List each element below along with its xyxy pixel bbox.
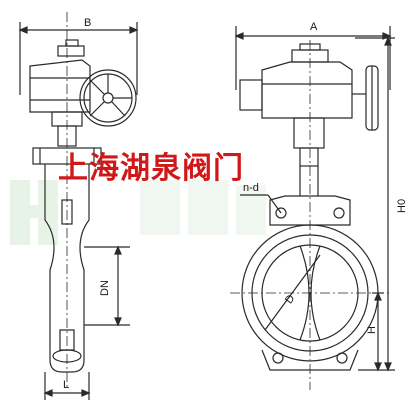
right-view	[230, 26, 395, 390]
dim-label-b: B	[84, 17, 91, 29]
bolt-label-nd: n-d	[243, 182, 259, 194]
dim-label-dn: DN	[99, 280, 111, 296]
dim-label-a: A	[310, 21, 318, 33]
ghost-logo	[10, 180, 266, 245]
watermark-text: 上海湖泉阀门	[58, 151, 244, 186]
dim-label-h0: H0	[396, 199, 408, 213]
circle-label-d: D	[283, 293, 297, 306]
dim-label-h: H	[366, 326, 378, 334]
left-view	[18, 12, 139, 400]
dim-label-l: L	[63, 379, 69, 391]
